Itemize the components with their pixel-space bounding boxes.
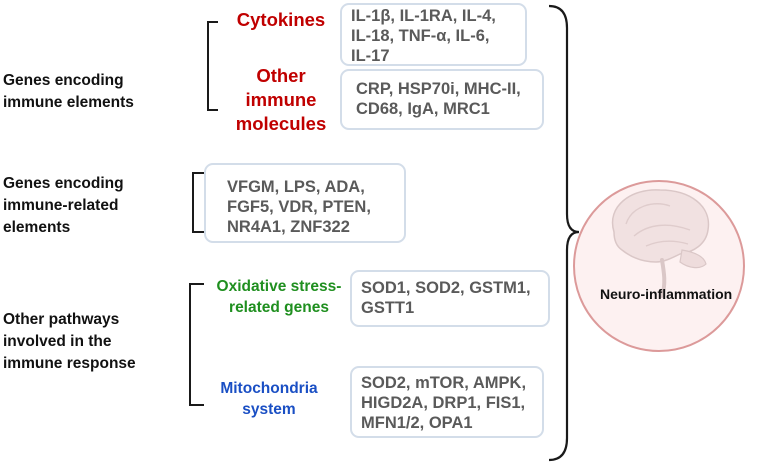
gene-box-oxidative: SOD1, SOD2, GSTM1, GSTT1 (350, 270, 550, 327)
brain-icon (611, 189, 710, 298)
bracket-immune-related (192, 172, 204, 233)
bracket-immune (207, 21, 218, 111)
bracket-other-pathways (189, 283, 204, 406)
category-label-other-immune: Other immune molecules (235, 65, 327, 134)
category-label-oxidative: Oxidative stress- related genes (216, 278, 342, 316)
group-label-immune-related: Genes encoding immune-related elements (3, 175, 124, 236)
curly-brace (548, 4, 580, 462)
category-label-cytokines: Cytokines (236, 9, 326, 30)
gene-list-mitochondria: SOD2, mTOR, AMPK, HIGD2A, DRP1, FIS1, MF… (361, 374, 527, 432)
gene-list-other-immune: CRP, HSP70i, MHC-II, CD68, IgA, MRC1 (356, 80, 521, 118)
gene-list-immune-related: VFGM, LPS, ADA, FGF5, VDR, PTEN, NR4A1, … (227, 178, 371, 236)
gene-list-oxidative: SOD1, SOD2, GSTM1, GSTT1 (361, 279, 531, 317)
gene-box-other-immune: CRP, HSP70i, MHC-II, CD68, IgA, MRC1 (340, 69, 544, 130)
gene-box-mitochondria: SOD2, mTOR, AMPK, HIGD2A, DRP1, FIS1, MF… (350, 366, 544, 438)
outcome-label: Neuro-inflammation (600, 286, 733, 302)
gene-box-immune-related: VFGM, LPS, ADA, FGF5, VDR, PTEN, NR4A1, … (204, 163, 406, 243)
gene-box-cytokines: IL-1β, IL-1RA, IL-4, IL-18, TNF-α, IL-6,… (340, 3, 527, 66)
group-label-other-pathways: Other pathways involved in the immune re… (3, 311, 136, 372)
gene-list-cytokines: IL-1β, IL-1RA, IL-4, IL-18, TNF-α, IL-6,… (351, 7, 496, 65)
category-label-mitochondria: Mitochondria system (220, 380, 318, 418)
group-label-immune: Genes encoding immune elements (3, 72, 134, 111)
